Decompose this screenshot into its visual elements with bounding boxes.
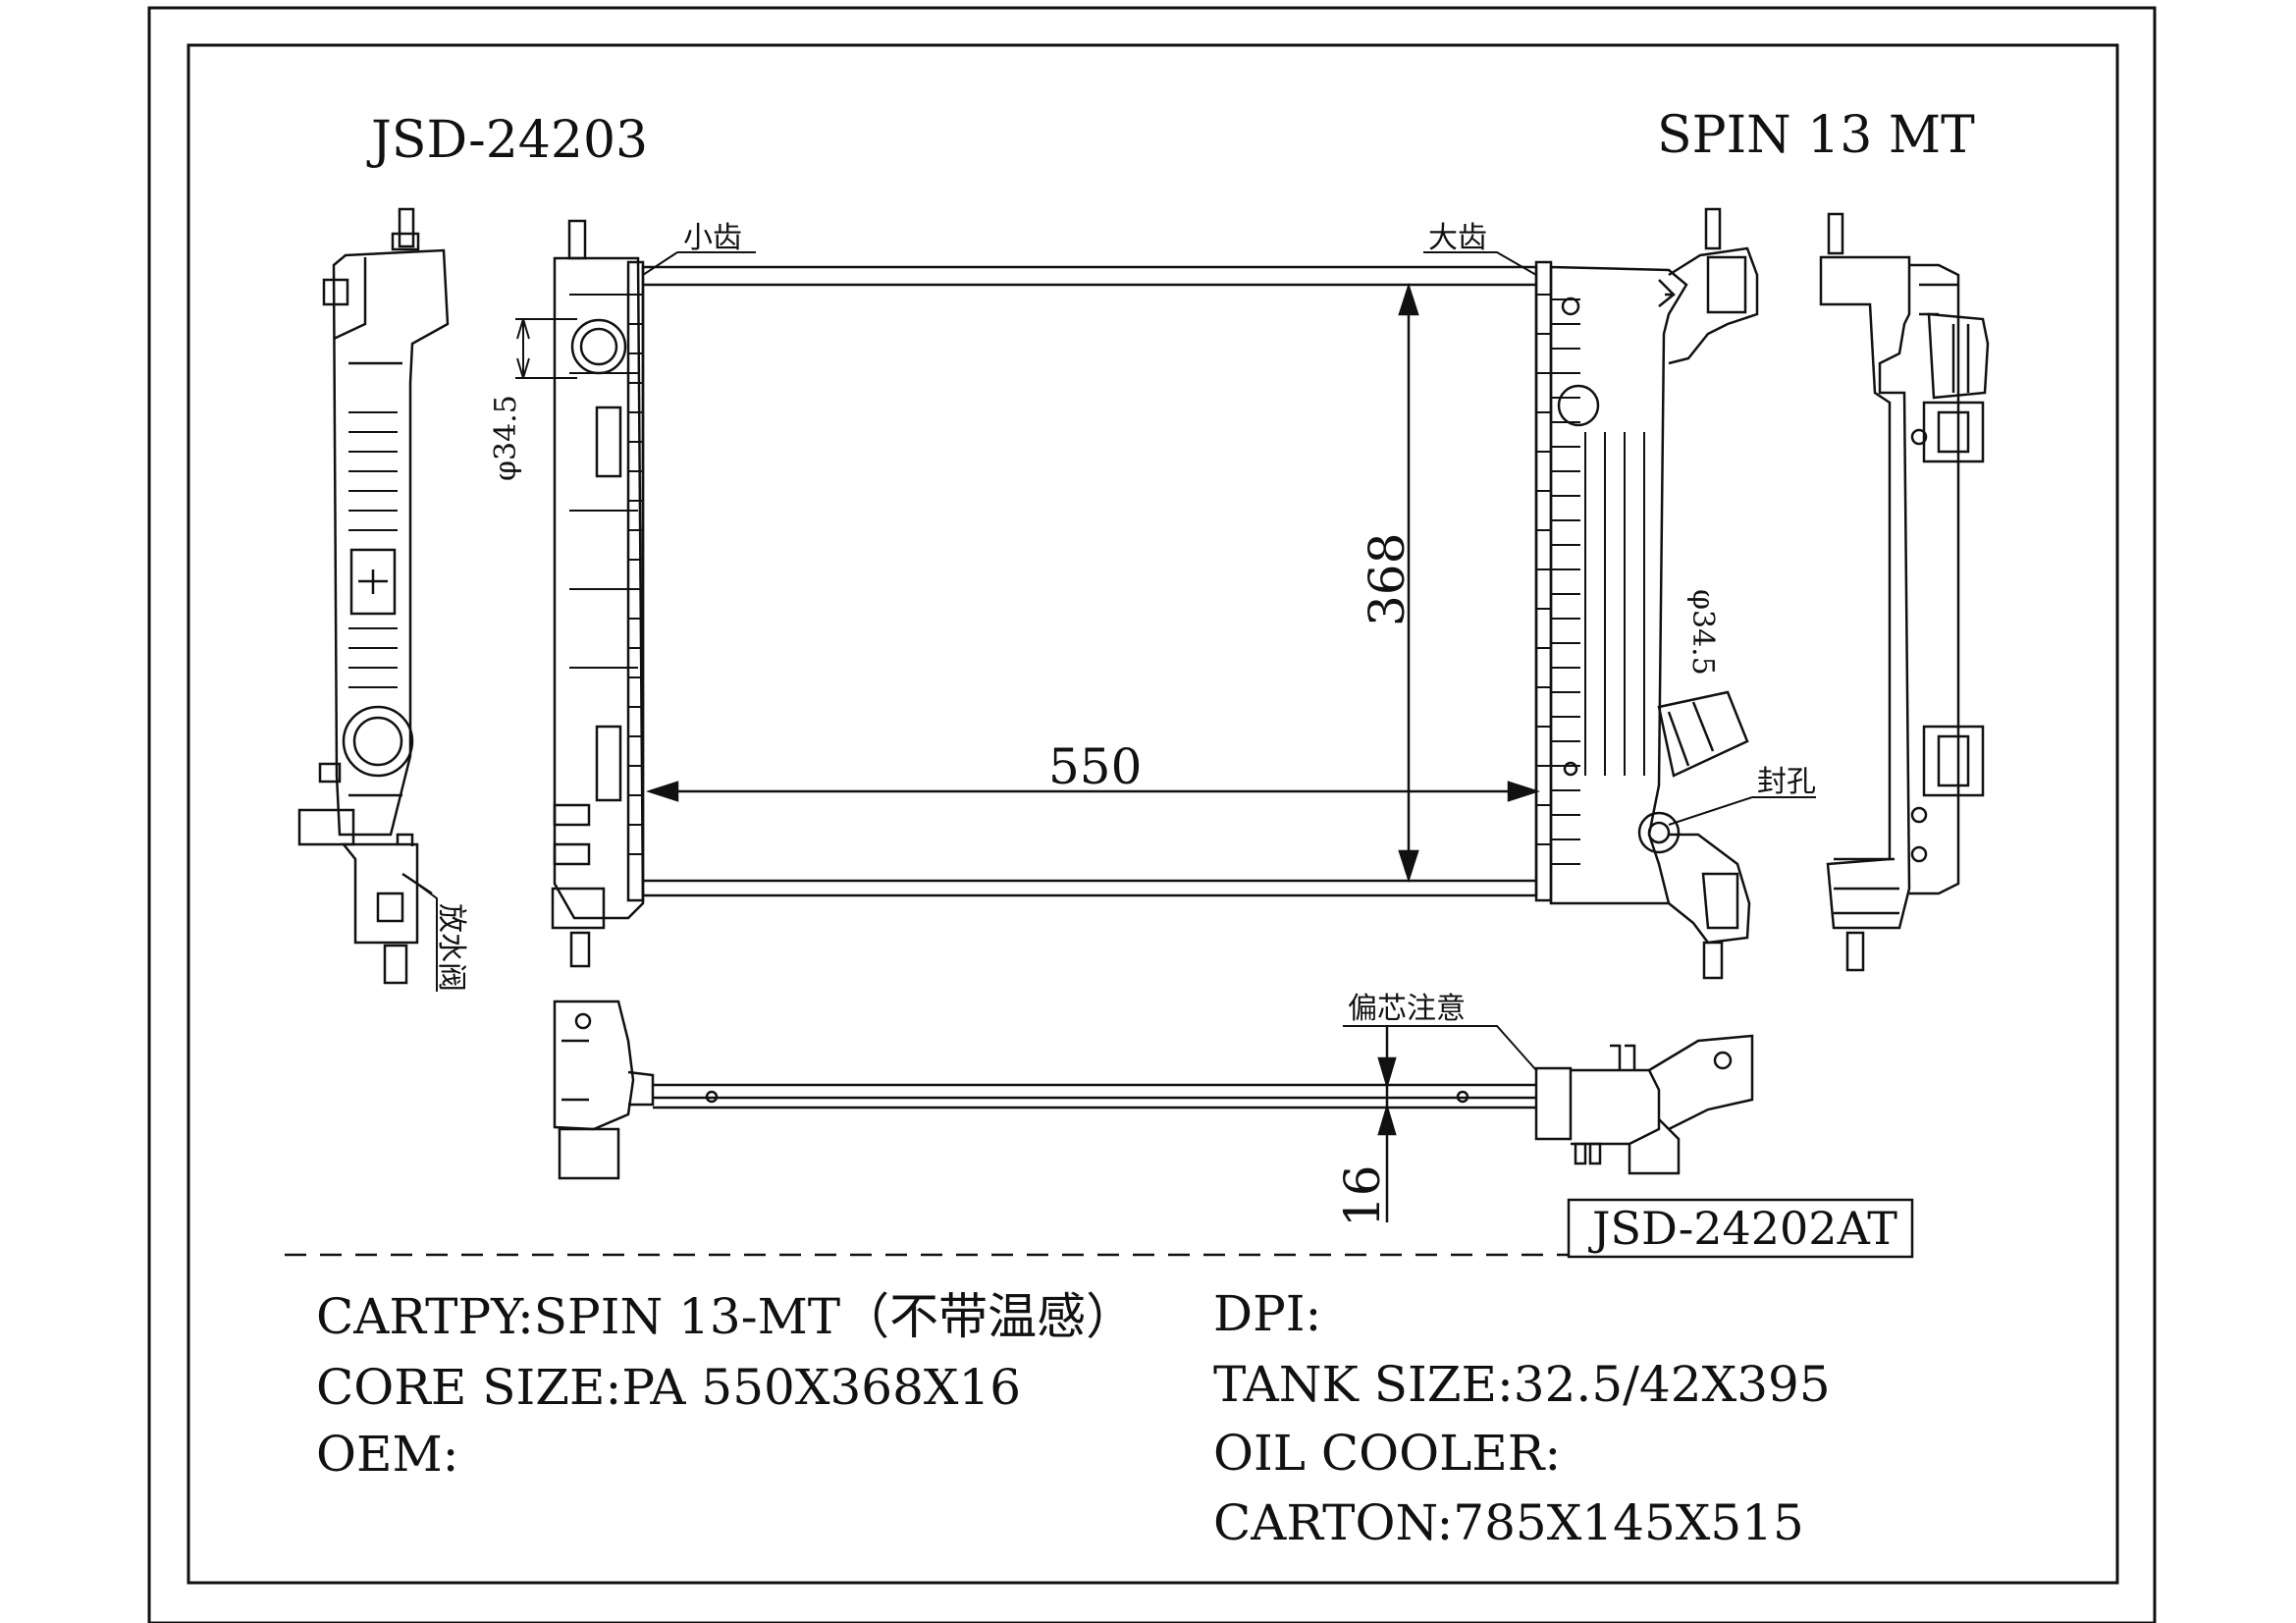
- spec-carton: CARTON:785X145X515: [1213, 1494, 1804, 1551]
- drain-valve-leader: [409, 878, 438, 992]
- small-teeth-markers: [628, 294, 643, 855]
- inner-frame: [187, 43, 2119, 1585]
- pipe-diameter-left-label: φ34.5: [489, 395, 523, 481]
- part-number-title: JSD-24203: [366, 111, 648, 170]
- small-teeth-leader: [642, 251, 756, 276]
- right-side-view: [1819, 212, 1990, 972]
- pipe-diameter-right-label: φ34.5: [1685, 589, 1720, 676]
- height-dimension-label: 368: [1359, 533, 1415, 626]
- spec-oem: OEM:: [316, 1426, 459, 1483]
- thickness-dimension-label: 16: [1334, 1164, 1391, 1227]
- spec-cartpy: CARTPY:SPIN 13-MT（不带温感）: [316, 1288, 1135, 1345]
- height-dimension: [1398, 282, 1419, 884]
- left-side-view: [297, 207, 450, 985]
- front-view: [551, 207, 1759, 980]
- ref-part-number-box: [1567, 1198, 1914, 1259]
- offset-note-leader: [1343, 1025, 1537, 1071]
- width-dimension-label: 550: [1048, 738, 1142, 795]
- large-teeth-markers: [1536, 294, 1551, 845]
- pipe-diameter-left-dim: [515, 318, 577, 379]
- small-teeth-label: 小齿: [683, 221, 742, 255]
- large-teeth-label: 大齿: [1428, 221, 1487, 255]
- large-teeth-leader: [1423, 251, 1537, 276]
- spec-tank-size: TANK SIZE:32.5/42X395: [1213, 1356, 1831, 1413]
- spec-oil-cooler: OIL COOLER:: [1213, 1425, 1561, 1482]
- ref-part-number: JSD-24202AT: [1588, 1202, 1897, 1255]
- model-title: SPIN 13 MT: [1657, 106, 1975, 165]
- spec-dpi: DPI:: [1213, 1285, 1321, 1342]
- width-dimension: [645, 781, 1541, 802]
- sealing-hole-label: 封孔: [1757, 765, 1816, 799]
- spec-core-size: CORE SIZE:PA 550X368X16: [316, 1359, 1021, 1416]
- offset-note-label: 偏芯注意: [1348, 992, 1466, 1026]
- thickness-dimension: [1377, 1026, 1397, 1222]
- drain-valve-label: 放水阀: [434, 903, 468, 992]
- bottom-view: [553, 1000, 1754, 1180]
- sealing-hole-leader: [1668, 796, 1816, 826]
- outer-frame: [147, 6, 2157, 1623]
